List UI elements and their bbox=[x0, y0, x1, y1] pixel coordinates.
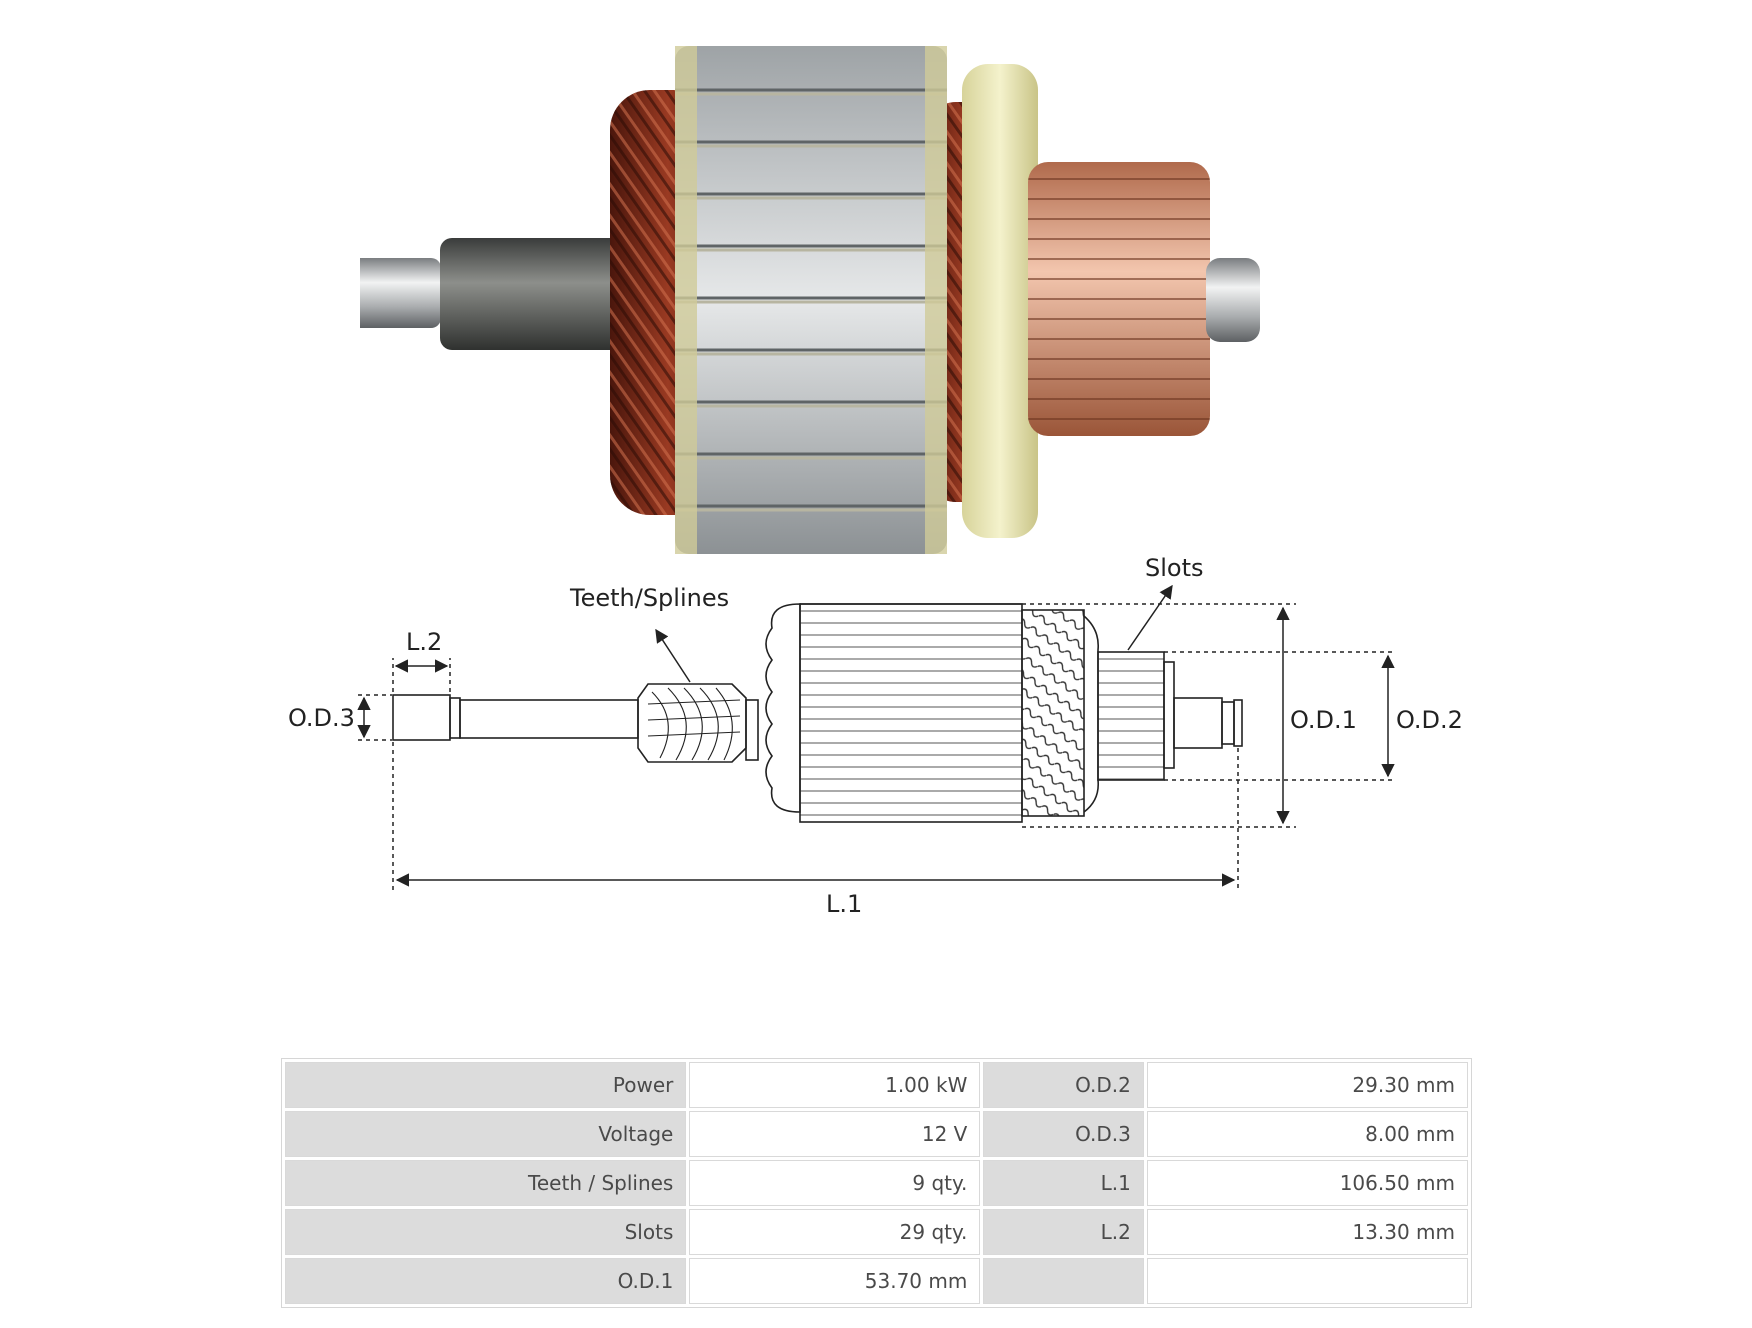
spec-value: 29.30 mm bbox=[1146, 1062, 1468, 1108]
spec-value: 29 qty. bbox=[689, 1209, 981, 1255]
table-row: O.D.1 53.70 mm bbox=[285, 1258, 1468, 1304]
diagram-commutator bbox=[1097, 651, 1165, 781]
teeth-splines-label: Teeth/Splines bbox=[569, 584, 729, 612]
spec-value: 8.00 mm bbox=[1146, 1111, 1468, 1157]
spec-label: Teeth / Splines bbox=[285, 1160, 687, 1206]
diagram-winding-left bbox=[765, 603, 801, 813]
drive-shaft-tip bbox=[360, 258, 441, 328]
spec-value: 9 qty. bbox=[689, 1160, 981, 1206]
diagram-winding-right bbox=[1021, 609, 1085, 817]
spec-label bbox=[983, 1258, 1144, 1304]
diagram-core bbox=[799, 603, 1023, 823]
spec-value: 12 V bbox=[689, 1111, 981, 1157]
table-row: Power 1.00 kW O.D.2 29.30 mm bbox=[285, 1062, 1468, 1108]
specifications-table: Power 1.00 kW O.D.2 29.30 mm Voltage 12 … bbox=[281, 1058, 1472, 1308]
spec-label: O.D.2 bbox=[983, 1062, 1144, 1108]
table-row: Teeth / Splines 9 qty. L.1 106.50 mm bbox=[285, 1160, 1468, 1206]
rear-shaft-end bbox=[1206, 258, 1260, 342]
spec-label: Slots bbox=[285, 1209, 687, 1255]
diagram-shaft bbox=[459, 699, 639, 739]
teeth-splines-leader bbox=[655, 628, 691, 683]
table-row: Slots 29 qty. L.2 13.30 mm bbox=[285, 1209, 1468, 1255]
slots-leader bbox=[1127, 584, 1173, 651]
od2-label: O.D.2 bbox=[1396, 706, 1463, 734]
pinion-gear bbox=[440, 238, 632, 350]
spec-label: O.D.1 bbox=[285, 1258, 687, 1304]
spec-label: L.2 bbox=[983, 1209, 1144, 1255]
spec-label: Power bbox=[285, 1062, 687, 1108]
spec-label: L.1 bbox=[983, 1160, 1144, 1206]
l2-label: L.2 bbox=[406, 628, 442, 656]
spec-value: 106.50 mm bbox=[1146, 1160, 1468, 1206]
spec-label: O.D.3 bbox=[983, 1111, 1144, 1157]
l1-label: L.1 bbox=[826, 890, 862, 918]
od1-label: O.D.1 bbox=[1290, 706, 1357, 734]
table-row: Voltage 12 V O.D.3 8.00 mm bbox=[285, 1111, 1468, 1157]
spec-label: Voltage bbox=[285, 1111, 687, 1157]
diagram-shaft-tip bbox=[392, 694, 451, 741]
diagram-rear-shaft bbox=[1173, 697, 1223, 749]
armature-photo bbox=[360, 46, 1260, 554]
spec-value bbox=[1146, 1258, 1468, 1304]
od3-label: O.D.3 bbox=[288, 704, 355, 732]
spec-value: 53.70 mm bbox=[689, 1258, 981, 1304]
slots-label: Slots bbox=[1145, 554, 1204, 582]
spec-value: 13.30 mm bbox=[1146, 1209, 1468, 1255]
insulator-ring bbox=[962, 64, 1038, 538]
spec-value: 1.00 kW bbox=[689, 1062, 981, 1108]
diagram-pinion bbox=[637, 683, 747, 763]
